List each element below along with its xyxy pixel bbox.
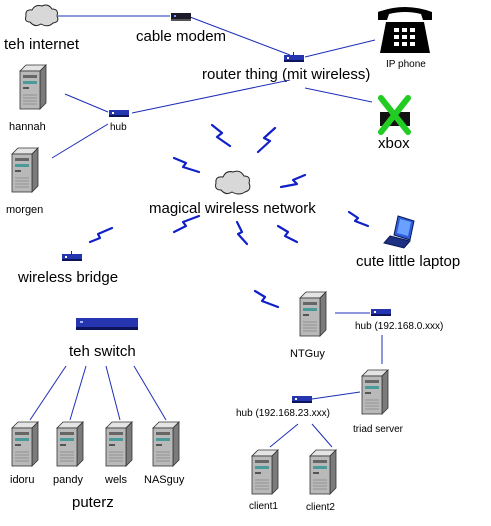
lightning-icon xyxy=(172,214,201,234)
link-hub2-client1 xyxy=(269,423,299,448)
lightning-icon xyxy=(347,210,370,228)
hub-icon xyxy=(371,309,391,316)
label-router: router thing (mit wireless) xyxy=(202,66,371,83)
label-hub-top: hub xyxy=(110,122,127,133)
link-hub2-client2 xyxy=(311,423,333,448)
link-modem-router xyxy=(189,16,291,56)
lightning-icon xyxy=(276,224,299,244)
lightning-icon xyxy=(172,156,201,174)
cloud-icon xyxy=(215,170,251,195)
server-icon xyxy=(19,64,47,110)
lightning-icon xyxy=(235,220,249,246)
link-router-phone xyxy=(304,39,376,58)
label-wels: wels xyxy=(105,474,128,486)
server-icon xyxy=(105,421,133,467)
link-triad-hub2 xyxy=(311,391,361,400)
hub-icon xyxy=(284,52,304,62)
switch-icon xyxy=(76,318,138,330)
link-switch-pandy xyxy=(69,365,87,421)
label-laptop: cute little laptop xyxy=(356,253,461,270)
link-morgen-hub xyxy=(51,123,109,159)
label-hannah: hannah xyxy=(9,121,46,133)
label-client1: client1 xyxy=(249,501,278,512)
server-icon xyxy=(11,147,39,193)
laptop-icon xyxy=(383,215,415,249)
label-hub-triad: hub (192.168.23.xxx) xyxy=(236,408,330,419)
phone-icon xyxy=(378,7,432,53)
modem-icon xyxy=(171,13,191,21)
server-icon xyxy=(309,449,337,495)
lightning-icon xyxy=(88,226,114,244)
lightning-icon xyxy=(256,126,277,154)
hub-icon xyxy=(62,251,82,261)
label-triad: triad server xyxy=(353,424,404,435)
lightning-icon xyxy=(210,123,232,148)
cloud-icon xyxy=(25,4,59,27)
server-icon xyxy=(299,291,327,337)
link-switch-idoru xyxy=(29,365,67,421)
link-hannah-hub xyxy=(64,93,109,113)
label-wireless-bridge: wireless bridge xyxy=(18,269,119,286)
xbox-icon xyxy=(378,95,411,135)
hub-icon xyxy=(292,396,312,403)
server-icon xyxy=(361,369,389,415)
server-icon xyxy=(11,421,39,467)
server-icon xyxy=(152,421,180,467)
lightning-icon xyxy=(279,173,307,189)
label-morgen: morgen xyxy=(6,204,44,216)
label-switch: teh switch xyxy=(69,343,136,360)
label-ntguy: NTGuy xyxy=(290,348,325,360)
label-nasguy: NASguy xyxy=(144,474,185,486)
hub-icon xyxy=(109,110,129,117)
label-puterz: puterz xyxy=(72,494,114,511)
lightning-icon xyxy=(253,289,280,309)
link-switch-nasguy xyxy=(133,365,167,421)
label-pandy: pandy xyxy=(53,474,83,486)
label-hub-ntguy: hub (192.168.0.xxx) xyxy=(355,321,444,332)
server-icon xyxy=(56,421,84,467)
label-cable-modem: cable modem xyxy=(136,28,227,45)
server-icon xyxy=(251,449,279,495)
link-router-xbox xyxy=(304,87,373,103)
label-ip-phone: IP phone xyxy=(386,59,426,70)
label-wireless-network: magical wireless network xyxy=(149,200,316,217)
label-internet: teh internet xyxy=(4,36,80,53)
link-router-hub xyxy=(131,79,291,114)
link-switch-wels xyxy=(105,365,121,421)
label-client2: client2 xyxy=(306,502,335,513)
label-idoru: idoru xyxy=(10,474,35,486)
label-xbox: xbox xyxy=(378,135,410,152)
